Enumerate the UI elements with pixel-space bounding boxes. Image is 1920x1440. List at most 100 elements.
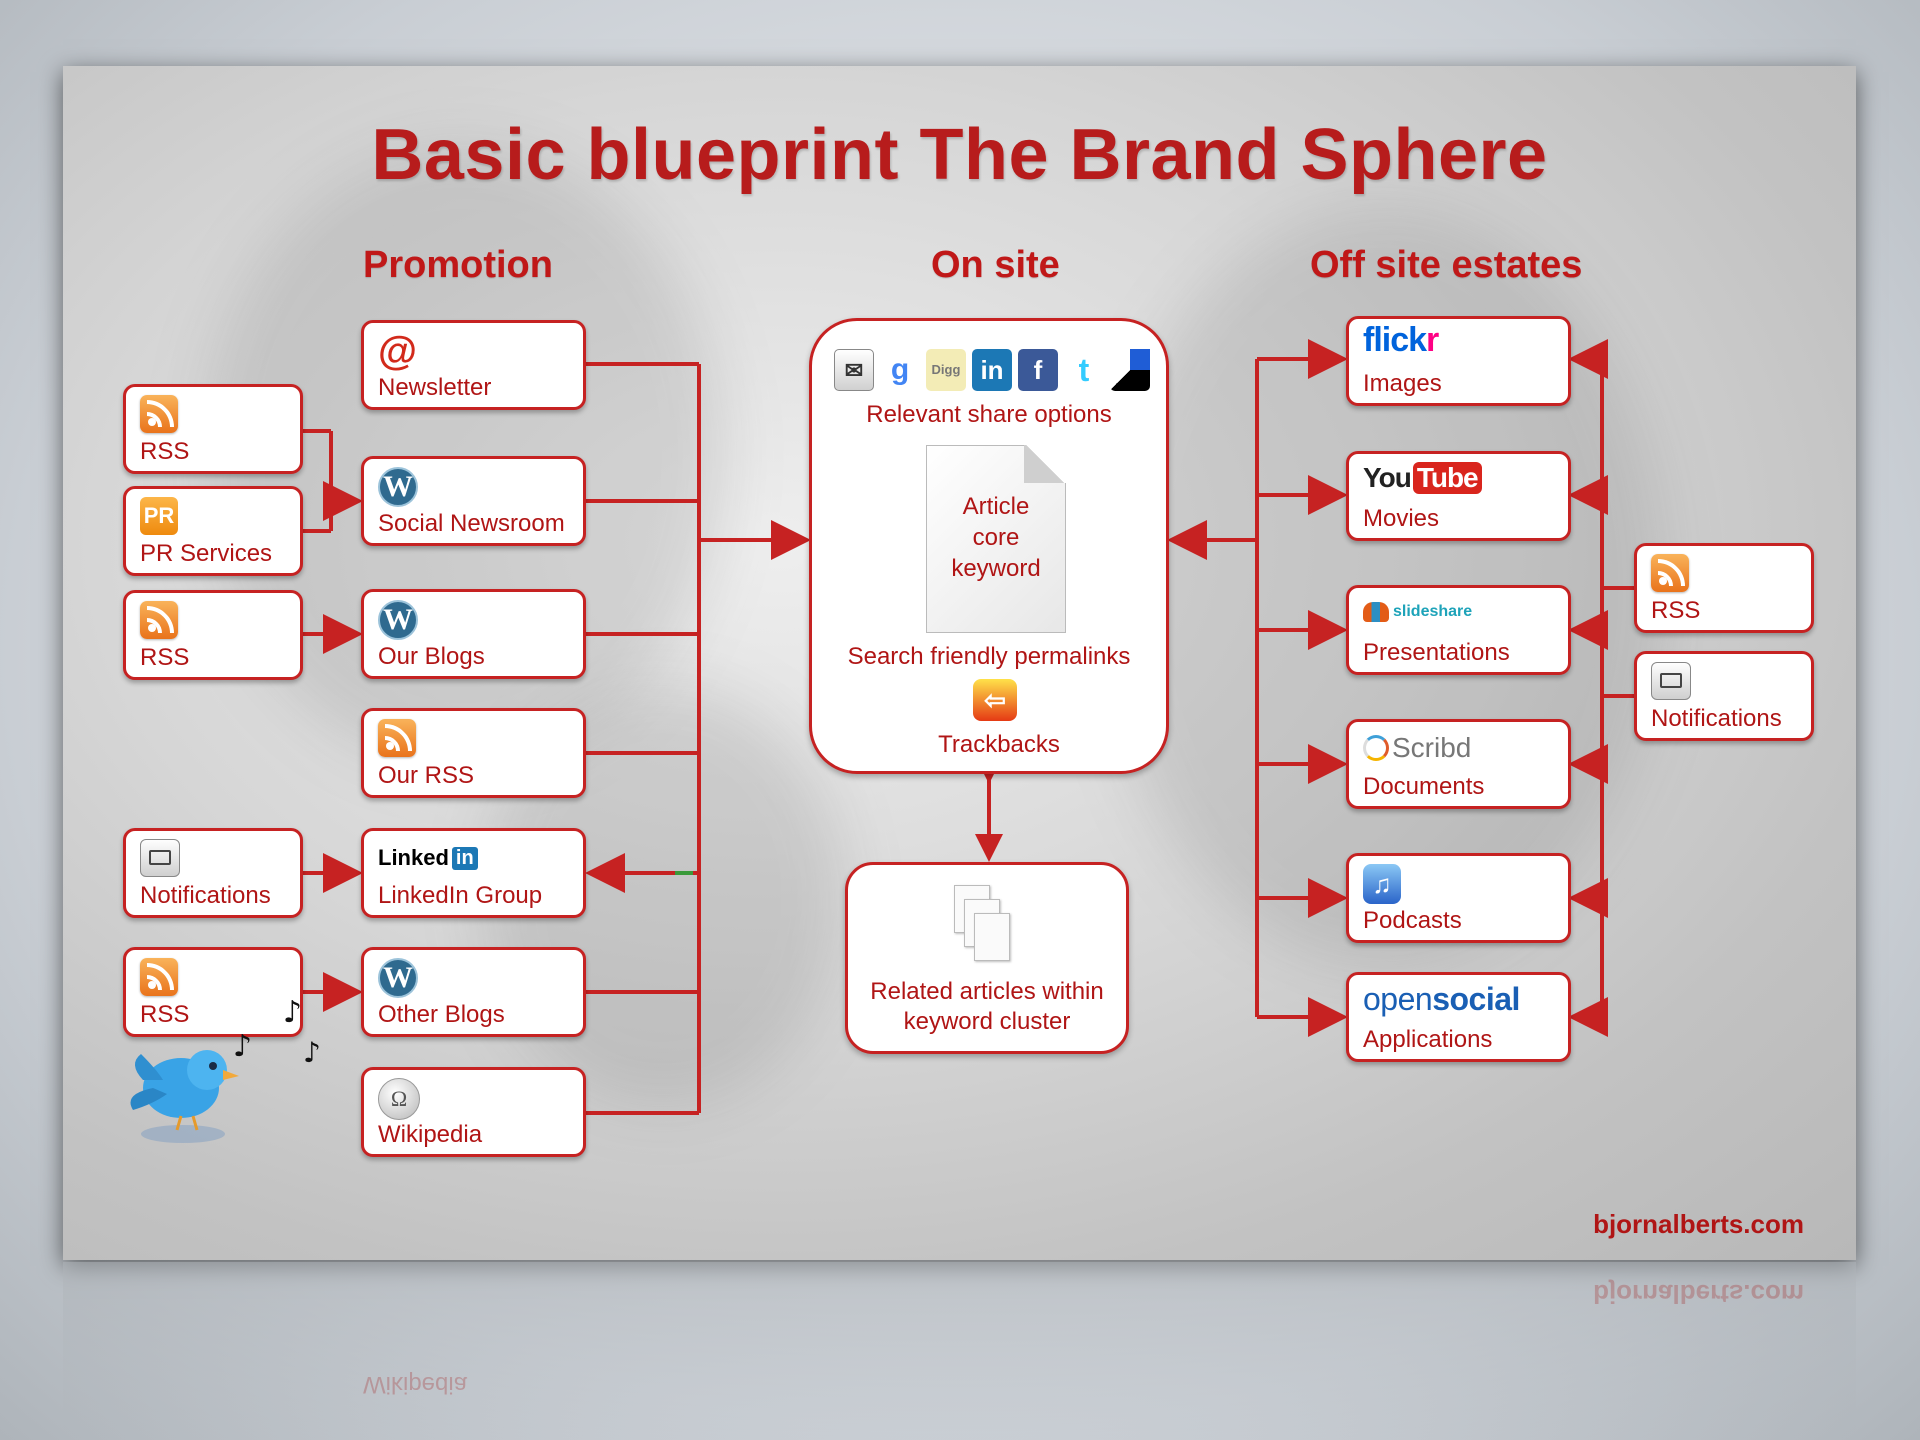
offsite-label: Movies [1363,505,1440,532]
youtube-logo-text: You [1363,462,1412,493]
feeder-rss-1: RSS [108,384,303,474]
linkedin-logo-mark: in [451,846,478,870]
google-share-icon: g [880,349,920,391]
reflection-website: bjornalberts.com [1593,1279,1804,1309]
promotion-label: Our Blogs [378,643,485,670]
wordpress-icon: W [378,958,418,998]
promotion-label: Social Newsroom [378,510,565,537]
offsite-label: Applications [1363,1026,1493,1053]
promotion-label: Other Blogs [378,1001,505,1028]
related-line-2: keyword cluster [903,1008,1071,1035]
related-articles-text: Related articles within keyword cluster [848,977,1126,1037]
offsite-label: Podcasts [1363,907,1462,934]
column-heading-offsite: Off site estates [1310,244,1583,286]
trackbacks-label: Trackbacks [938,731,1060,758]
feeder-rss-2: RSS [108,590,303,680]
feeder-label: Notifications [140,882,271,909]
mail-icon [1651,662,1691,700]
promotion-label: LinkedIn Group [378,882,543,909]
promotion-our-blogs: W Our Blogs [361,589,586,679]
scribd-logo-text: Scribd [1392,732,1472,763]
share-options-icons: ✉ g Digg in f t [834,349,1150,391]
twitter-share-icon: t [1064,349,1104,391]
at-sign-icon: @ [378,329,418,373]
offsite-images: flickr Images [1346,316,1571,406]
linkedin-share-icon: in [972,349,1012,391]
email-share-icon: ✉ [834,349,874,391]
linkedin-logo-text: Linked [378,845,449,870]
connector-lines [303,339,1634,1115]
feeder-label: RSS [140,438,190,465]
svg-text:♪: ♪ [303,1036,321,1069]
opensocial-logo: opensocial [1363,981,1520,1018]
rss-icon [108,594,186,672]
article-line-1: Article [962,493,1030,520]
scribd-logo: Scribd [1363,732,1471,764]
promotion-other-blogs: W Other Blogs [361,947,586,1037]
column-heading-onsite: On site [931,244,1060,286]
feeder-label: RSS [1651,597,1701,624]
article-core-keyword: Article core keyword [926,491,1066,584]
website-credit: bjornalberts.com [1593,1209,1804,1239]
column-heading-promotion: Promotion [363,244,553,286]
feeder-rss-3: RSS [108,947,303,1037]
feeder-label: PR Services [140,540,273,567]
slideshare-logo-text: slideshare [1393,603,1473,620]
document-fold [1024,445,1066,483]
mail-icon [140,839,180,877]
promotion-wikipedia: Ω Wikipedia [361,1067,586,1157]
rss-icon [108,951,186,1029]
youtube-logo-tube: Tube [1412,462,1482,494]
offsite-podcasts: ♫ Podcasts [1346,853,1571,943]
offsite-documents: Scribd Documents [1346,719,1571,809]
wordpress-icon: W [378,467,418,507]
svg-text:♪: ♪ [233,1029,252,1064]
article-line-3: keyword [951,555,1041,582]
podcast-music-icon: ♫ [1363,864,1401,904]
onsite-panel: ✉ g Digg in f t Relevant share options A… [809,318,1169,774]
offsite-feeder-notifications: Notifications [1634,651,1814,741]
delicious-share-icon [1110,349,1150,391]
promotion-our-rss: Our RSS [346,708,586,798]
svg-text:♪: ♪ [283,995,302,1030]
feeder-notifications: Notifications [123,828,303,918]
rss-icon [108,388,186,466]
document-stack-icon [974,913,1010,961]
flickr-logo-r: r [1426,321,1439,359]
twitter-bird-illustration: ♪ ♪ ♪ [130,995,321,1143]
rss-icon [346,712,424,790]
article-line-2: core [972,524,1020,551]
related-line-1: Related articles within [870,978,1104,1005]
promotion-newsletter: @ Newsletter [361,320,586,410]
opensocial-logo-text: open [1363,981,1433,1017]
permalinks-label: Search friendly permalinks [847,643,1131,670]
feeder-label: RSS [140,644,190,671]
opensocial-logo-bold: social [1432,981,1520,1017]
promotion-label: Wikipedia [378,1121,483,1148]
offsite-label: Images [1363,370,1442,397]
related-articles-panel: Related articles within keyword cluster [845,862,1129,1054]
feeder-label: RSS [140,1001,190,1028]
facebook-share-icon: f [1018,349,1058,391]
offsite-applications: opensocial Applications [1346,972,1571,1062]
slide-reflection: bjornalberts.com Wikipedia [63,1262,1856,1440]
feeder-label: Notifications [1651,705,1782,732]
share-options-label: Relevant share options [866,401,1112,428]
promotion-social-newsroom: W Social Newsroom [361,456,586,546]
offsite-feeder-rss: RSS [1619,543,1814,633]
offsite-label: Documents [1363,773,1485,800]
offsite-presentations: slideshare Presentations [1346,585,1571,675]
feeder-pr-services: PR PR Services [123,486,303,576]
slideshare-logo: slideshare [1363,602,1472,622]
reflection-wikipedia: Wikipedia [363,1371,468,1398]
diagram-title: Basic blueprint The Brand Sphere [371,115,1548,195]
rss-icon [1619,547,1697,625]
pr-services-icon: PR [140,497,178,535]
promotion-label: Our RSS [378,762,475,789]
trackback-arrow-icon: ⇦ [973,679,1017,721]
slide: Basic blueprint The Brand Sphere Promoti… [63,66,1856,1260]
